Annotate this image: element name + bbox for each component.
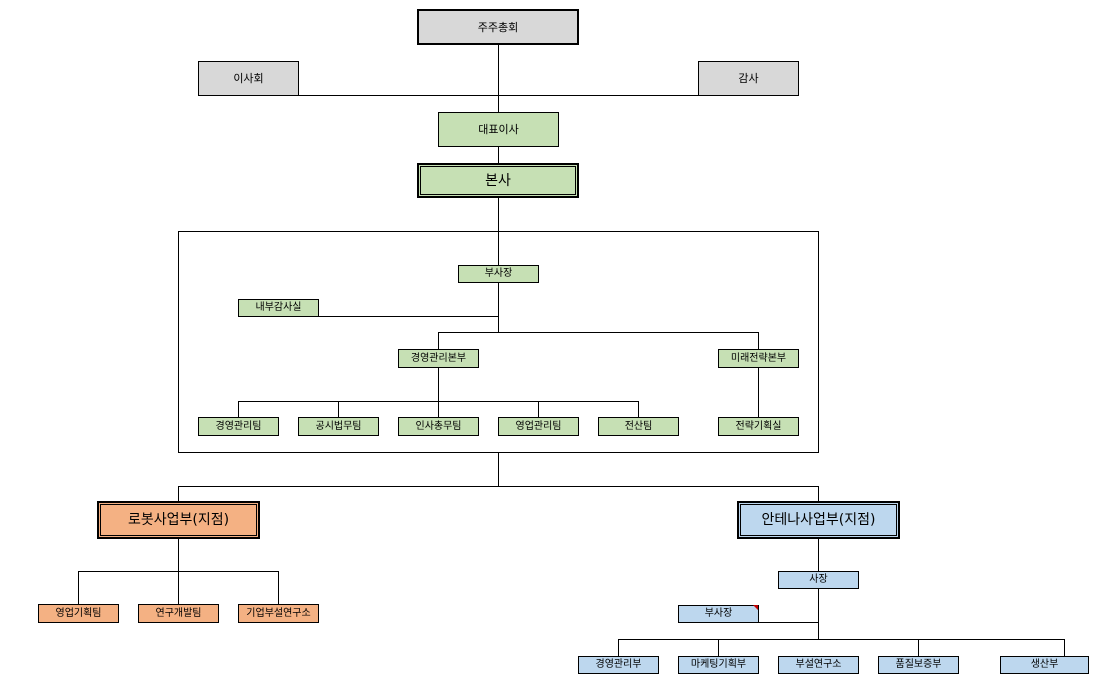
hq-vice-president-box[interactable]: 부사장 [458, 265, 539, 283]
antenna-marketing-planning-dept-box[interactable]: 마케팅기획부 [678, 656, 759, 674]
disclosure-legal-team-box[interactable]: 공시법무팀 [298, 417, 379, 436]
shareholders-meeting-box[interactable]: 주주총회 [417, 9, 579, 45]
antenna-research-lab-box[interactable]: 부설연구소 [778, 656, 859, 674]
antenna-management-dept-box[interactable]: 경영관리부 [578, 656, 659, 674]
sales-management-team-box[interactable]: 영업관리팀 [498, 417, 579, 436]
robot-division-box[interactable]: 로봇사업부(지점) [97, 501, 260, 539]
auditor-box[interactable]: 감사 [698, 61, 799, 96]
antenna-production-dept-box[interactable]: 생산부 [1000, 656, 1089, 674]
antenna-quality-assurance-dept-box[interactable]: 품질보증부 [878, 656, 959, 674]
robot-sales-planning-team-box[interactable]: 영업기획팀 [38, 604, 119, 623]
robot-corporate-lab-box[interactable]: 기업부설연구소 [238, 604, 319, 623]
management-division-box[interactable]: 경영관리본부 [398, 349, 479, 368]
headquarters-box[interactable]: 본사 [417, 163, 579, 198]
ceo-box[interactable]: 대표이사 [438, 112, 559, 147]
strategy-planning-office-box[interactable]: 전략기획실 [718, 417, 799, 436]
antenna-president-box[interactable]: 사장 [778, 571, 859, 589]
management-team-box[interactable]: 경영관리팀 [198, 417, 279, 436]
board-of-directors-box[interactable]: 이사회 [198, 61, 299, 96]
internal-audit-office-box[interactable]: 내부감사실 [238, 299, 319, 317]
comment-marker-icon [753, 605, 758, 610]
future-strategy-division-box[interactable]: 미래전략본부 [718, 349, 799, 368]
it-team-box[interactable]: 전산팀 [598, 417, 679, 436]
hr-general-affairs-team-box[interactable]: 인사총무팀 [398, 417, 479, 436]
antenna-vice-president-box[interactable]: 부사장 [678, 605, 759, 623]
robot-rnd-team-box[interactable]: 연구개발팀 [138, 604, 219, 623]
antenna-division-box[interactable]: 안테나사업부(지점) [737, 501, 900, 539]
headquarters-frame [178, 231, 819, 453]
